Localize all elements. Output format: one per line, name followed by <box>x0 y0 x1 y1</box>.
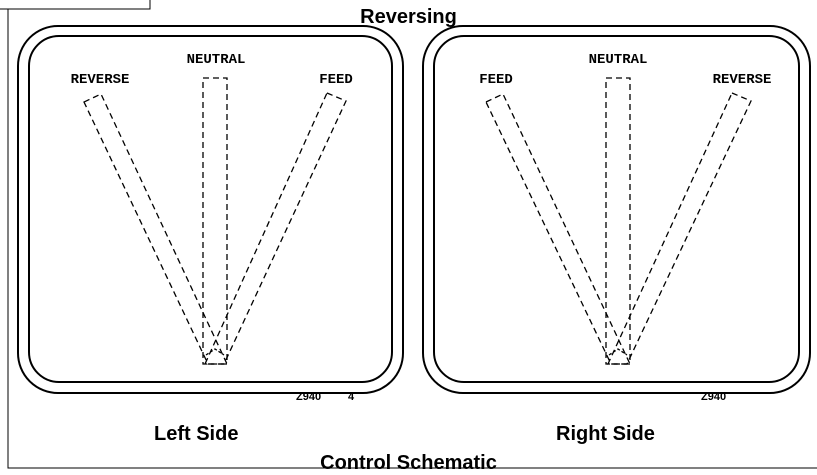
right-reverse-label: REVERSE <box>713 72 772 88</box>
left-pivot-mark <box>205 348 225 356</box>
left-feed-label: FEED <box>319 72 353 88</box>
left-panel-inner-border <box>28 35 393 383</box>
left-code-label: Z940 <box>296 391 321 403</box>
right-pivot-mark <box>608 348 628 356</box>
right-feed-slot <box>485 93 632 365</box>
right-panel-outer-border <box>422 25 811 394</box>
left-code-suffix: 4 <box>348 391 355 403</box>
diagram-caption: Control Schematic <box>320 452 497 474</box>
right-code-label: Z940 <box>701 391 726 403</box>
left-side-label: Left Side <box>154 423 239 445</box>
left-control-panel: REVERSE NEUTRAL FEED Z940 4 <box>17 25 404 403</box>
right-side-label: Right Side <box>556 423 655 445</box>
diagram-title: Reversing <box>360 6 457 28</box>
left-neutral-slot <box>202 77 228 365</box>
left-feed-slot <box>203 92 347 365</box>
left-reverse-slot <box>83 93 229 365</box>
left-neutral-label: NEUTRAL <box>187 52 246 68</box>
right-neutral-slot <box>605 77 631 365</box>
right-neutral-label: NEUTRAL <box>589 52 648 68</box>
right-control-panel: FEED NEUTRAL REVERSE Z940 <box>422 25 811 403</box>
left-panel-outer-border <box>17 25 404 394</box>
right-feed-label: FEED <box>479 72 513 88</box>
right-panel-inner-border <box>433 35 800 383</box>
left-reverse-label: REVERSE <box>71 72 130 88</box>
right-reverse-slot <box>606 92 752 365</box>
